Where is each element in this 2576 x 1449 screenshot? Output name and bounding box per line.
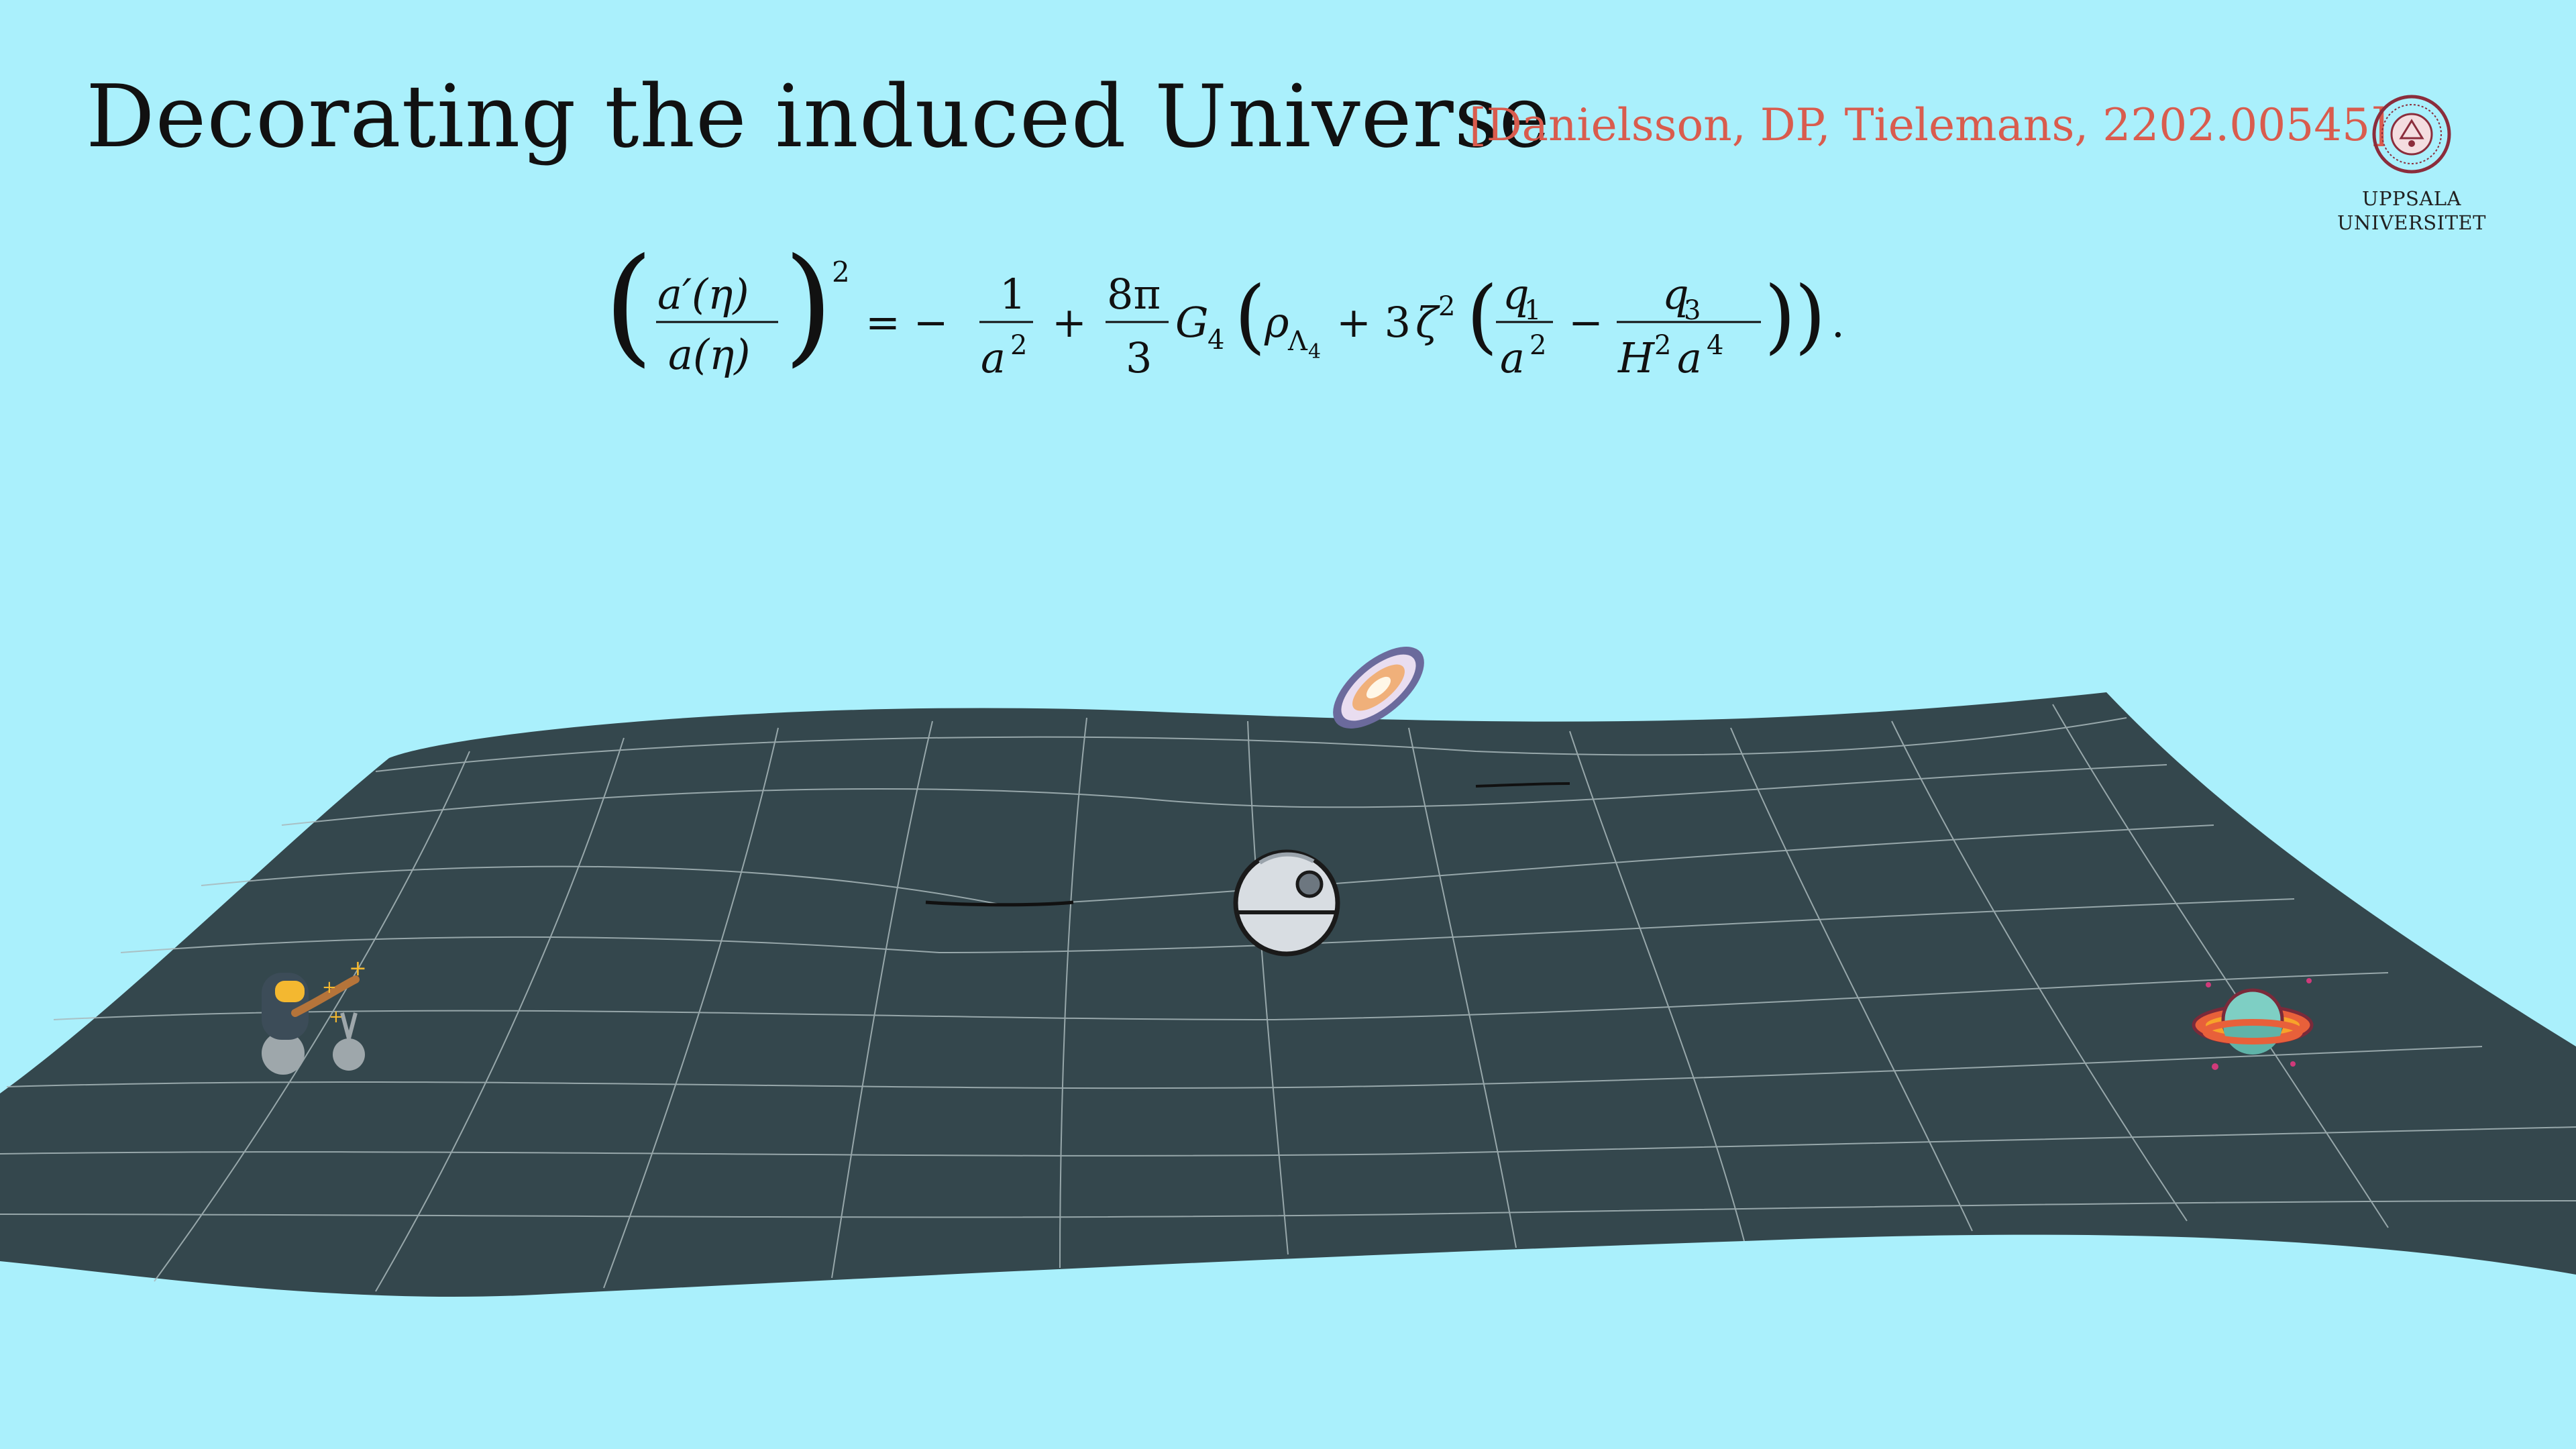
- svg-text:+: +: [349, 955, 367, 981]
- lhs-denominator: a(η): [668, 330, 751, 379]
- fraction2-numerator: 8π: [1107, 270, 1161, 319]
- paren2-open: (: [1234, 270, 1266, 363]
- paren3-open: (: [1466, 270, 1498, 363]
- rho-sub: Λ: [1287, 326, 1308, 357]
- fraction4-den-H: H: [1617, 333, 1656, 382]
- fraction3-den-exp: 2: [1529, 330, 1546, 361]
- rho: ρ: [1264, 298, 1289, 347]
- fraction4-den-a-exp: 4: [1707, 330, 1723, 361]
- newton-G: G: [1175, 298, 1209, 347]
- q1: q: [1503, 270, 1529, 319]
- university-logo: UPPSALA UNIVERSITET: [2334, 94, 2489, 235]
- fraction2-denominator: 3: [1126, 333, 1152, 382]
- svg-text:+: +: [322, 977, 337, 998]
- ringed-planet-icon: [2192, 978, 2314, 1070]
- q3: q: [1662, 270, 1689, 319]
- spacetime-surface: [0, 692, 2576, 1297]
- equals-minus: = −: [865, 298, 949, 347]
- logo-line-1: UPPSALA: [2362, 187, 2461, 210]
- paren-open: (: [604, 248, 653, 379]
- plus-three: + 3: [1336, 298, 1411, 347]
- zeta-exp: 2: [1438, 291, 1455, 322]
- paren2-close: ): [1794, 270, 1826, 363]
- fraction4-den-H-exp: 2: [1654, 330, 1671, 361]
- fraction1-den-base: a: [981, 333, 1006, 382]
- friedmann-equation: ( a′(η) a(η) ) 2 = − 1 a 2 + 8π 3 G 4 ( …: [604, 248, 1845, 382]
- fraction1-den-exp: 2: [1010, 330, 1027, 361]
- period: .: [1831, 298, 1845, 347]
- q1-sub: 1: [1524, 295, 1541, 326]
- page-title: Decorating the induced Universe: [86, 67, 1551, 167]
- paren-close: ): [784, 248, 833, 379]
- plus-sign: +: [1052, 298, 1087, 347]
- logo-line-2: UNIVERSITET: [2337, 211, 2486, 234]
- paren3-close: ): [1764, 270, 1796, 363]
- zeta: ζ: [1415, 298, 1440, 347]
- rho-subsub: 4: [1308, 340, 1321, 364]
- lhs-numerator: a′(η): [657, 270, 749, 319]
- astronaut-wizard-icon: + + +: [262, 955, 367, 1075]
- fraction3-den-base: a: [1500, 333, 1525, 382]
- newton-G-sub: 4: [1208, 325, 1224, 356]
- q3-sub: 3: [1684, 295, 1701, 326]
- minus-sign: −: [1568, 298, 1603, 347]
- svg-text:+: +: [329, 1007, 343, 1027]
- seal-icon: [2372, 95, 2451, 174]
- fraction1-numerator: 1: [1000, 270, 1026, 319]
- death-star-icon: [1233, 849, 1340, 957]
- lhs-exponent: 2: [832, 256, 850, 288]
- galaxy-icon: [1333, 647, 1424, 729]
- fraction4-den-a: a: [1677, 333, 1702, 382]
- citation: [Danielsson, DP, Tielemans, 2202.00545]: [1469, 99, 2387, 151]
